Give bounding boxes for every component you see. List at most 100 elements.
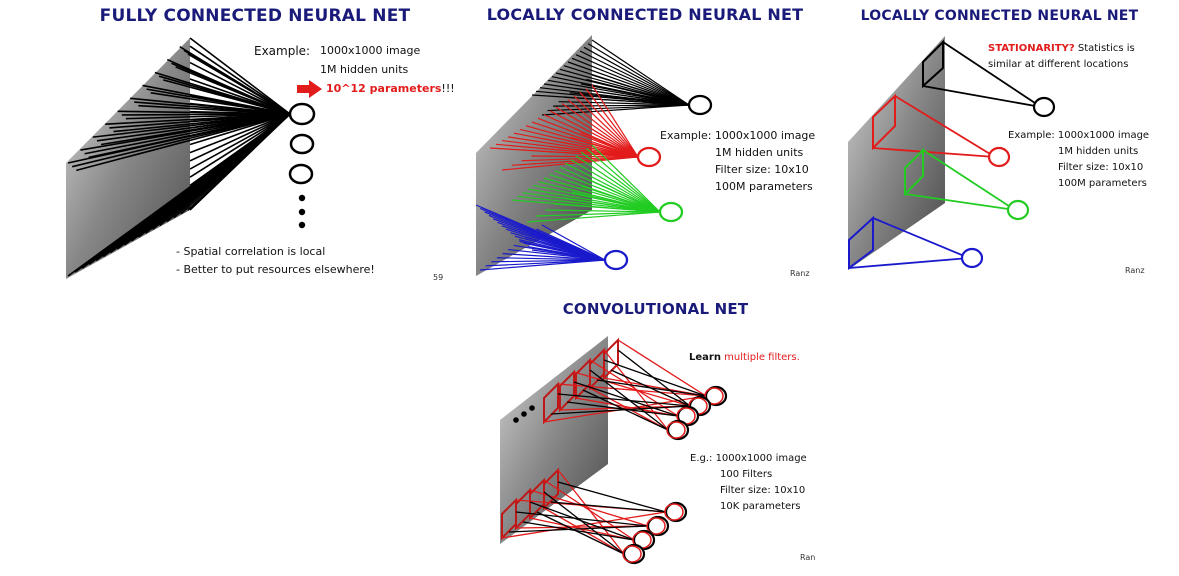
connection-line [589, 127, 639, 158]
connection-line [515, 511, 649, 527]
connection-line [557, 469, 625, 555]
connection-line [522, 521, 635, 541]
arrow-icon [297, 80, 322, 98]
parameters-text: 10^12 parameters!!! [326, 82, 455, 95]
hidden-unit [288, 102, 316, 126]
connection-line [530, 232, 606, 261]
connection-line [189, 113, 291, 154]
green-connection-lines [511, 144, 661, 223]
connection-line [557, 481, 667, 513]
panel-title: FULLY CONNECTED NEURAL NET [99, 6, 411, 26]
connection-line [526, 211, 661, 223]
filter-size: Filter size: 10x10 [1058, 162, 1144, 173]
connection-line [524, 236, 606, 261]
connection-line [495, 143, 639, 158]
connection-line [573, 95, 639, 158]
hidden-unit [1006, 199, 1030, 221]
connection-line [603, 349, 669, 431]
connection-line [571, 191, 661, 213]
connection-line [531, 121, 639, 158]
hidden-unit [636, 146, 662, 168]
hidden-unit [289, 133, 315, 155]
hidden-unit [687, 94, 713, 116]
connection-line [610, 369, 691, 407]
learn-text: Learn multiple filters. [689, 352, 800, 363]
connection-line [162, 79, 291, 115]
panel-locally-connected: LOCALLY CONNECTED NEURAL NET Example: 10… [472, 0, 818, 288]
filter-box [543, 381, 559, 425]
connection-line [113, 113, 291, 133]
connection-line [550, 405, 691, 415]
filter-size: Filter size: 10x10 [715, 163, 809, 176]
connection-line [565, 162, 661, 213]
fully-connected-lines [67, 37, 291, 277]
connection-line [567, 99, 639, 158]
panel-title: LOCALLY CONNECTED NEURAL NET [860, 8, 1139, 24]
connection-line [573, 381, 679, 417]
panel-convolutional: CONVOLUTIONAL NET Learn multiple filters… [488, 292, 823, 574]
connection-line [479, 259, 606, 271]
connection-line [583, 46, 690, 106]
connection-line [88, 113, 291, 159]
connection-line [189, 61, 291, 115]
hidden-unit-outline [666, 421, 686, 439]
connection-line [543, 507, 625, 555]
credit-text: Ranz [1125, 266, 1145, 275]
connection-line [138, 104, 291, 115]
page-number: 59 [433, 273, 444, 282]
red-filter-box [872, 93, 896, 151]
connection-line [550, 146, 639, 158]
connection-line [508, 525, 649, 533]
example-text: Example: 1000x1000 image [1008, 130, 1150, 141]
connection-line [549, 110, 639, 158]
connection-line [575, 87, 690, 106]
connection-line [562, 197, 661, 213]
stationarity-diagram [848, 36, 1056, 270]
connection-line [573, 371, 691, 407]
connection-line [617, 339, 707, 397]
ellipsis-dot [529, 405, 535, 411]
connection-line [508, 248, 606, 261]
connection-line [571, 57, 690, 106]
connection-line [579, 50, 690, 106]
connection-line [557, 383, 707, 397]
hidden-unit [987, 146, 1011, 168]
filter-box [543, 467, 559, 511]
connection-line [511, 156, 639, 166]
example-text: E.g.: 1000x1000 image [690, 453, 807, 464]
connection-line [125, 113, 291, 120]
connection-line [519, 240, 606, 261]
connection-line [582, 389, 669, 431]
connection-line [567, 61, 690, 106]
hidden-units: 1M hidden units [1058, 146, 1139, 157]
connection-line [586, 78, 690, 106]
connection-line [591, 144, 661, 213]
stationarity-text: STATIONARITY? Statistics is [988, 43, 1135, 54]
connection-line [175, 66, 291, 115]
connection-line [485, 259, 606, 267]
connection-line [570, 136, 639, 158]
parameters-text: 100M parameters [715, 180, 813, 193]
black-filter-box [922, 39, 944, 89]
connection-line [535, 211, 661, 217]
connection-line [150, 92, 291, 115]
example-image: 1000x1000 image [320, 44, 421, 57]
connection-line [536, 511, 625, 555]
hidden-unit-outline [704, 387, 724, 405]
red-connection-lines [489, 84, 639, 171]
hidden-unit [1032, 96, 1056, 118]
connection-line [557, 393, 691, 407]
parameters-text: 10K parameters [720, 501, 801, 512]
connection-line [527, 188, 661, 213]
bullet-text: - Spatial correlation is local [176, 245, 326, 258]
connection-line [187, 113, 291, 211]
connection-line [617, 349, 691, 407]
connection-line [586, 148, 661, 213]
panel-title: CONVOLUTIONAL NET [562, 300, 749, 318]
connection-line [570, 159, 661, 213]
connection-line [189, 113, 291, 162]
connection-line [502, 253, 606, 261]
convolutional-diagram [500, 336, 728, 565]
connection-line [189, 45, 291, 115]
connection-line [491, 259, 606, 263]
